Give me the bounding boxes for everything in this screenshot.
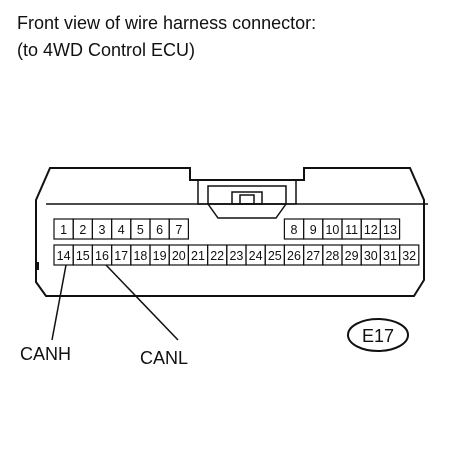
- pin-number: 28: [325, 249, 339, 263]
- pin-number: 7: [175, 223, 182, 237]
- pin-number: 11: [345, 223, 358, 237]
- pin-number: 5: [137, 223, 144, 237]
- canl-leader-line: [105, 264, 179, 341]
- pin-number: 3: [99, 223, 106, 237]
- pin-number: 18: [133, 249, 147, 263]
- pin-cavity: [379, 218, 401, 240]
- pin-number: 1: [60, 223, 67, 237]
- title-line-2: (to 4WD Control ECU): [17, 40, 196, 60]
- pin-number: 4: [118, 223, 125, 237]
- pin-number: 16: [95, 249, 109, 263]
- pin-number: 32: [402, 249, 416, 263]
- pin-number: 9: [310, 223, 317, 237]
- pin-number: 15: [76, 249, 90, 263]
- pin-cavity: [399, 244, 420, 266]
- pin-number: 17: [114, 249, 128, 263]
- pin-number: 10: [325, 223, 339, 237]
- diagram-title: Front view of wire harness connector: (t…: [17, 10, 467, 64]
- pin-number: 26: [287, 249, 301, 263]
- title-line-1: Front view of wire harness connector:: [17, 13, 317, 33]
- pin-number: 19: [153, 249, 167, 263]
- pin-number: 2: [79, 223, 86, 237]
- canl-label: CANL: [140, 348, 188, 368]
- pin-number: 22: [210, 249, 224, 263]
- canh-label: CANH: [20, 344, 71, 364]
- pin-cavity: [168, 218, 189, 240]
- pin-number: 24: [249, 249, 263, 263]
- connector-code-badge: [347, 318, 409, 352]
- pin-number: 8: [291, 223, 298, 237]
- connector-housing: [35, 167, 425, 297]
- pin-number: 14: [57, 249, 71, 263]
- canh-leader-line: [51, 264, 67, 341]
- pin-number: 30: [364, 249, 378, 263]
- pin-number: 23: [229, 249, 243, 263]
- pin-number: 20: [172, 249, 186, 263]
- connector-latch: [197, 179, 297, 219]
- pin-number: 25: [268, 249, 282, 263]
- pin-number: 27: [306, 249, 320, 263]
- pin-number: 21: [191, 249, 205, 263]
- pin-number: 29: [345, 249, 359, 263]
- pin-number: 31: [383, 249, 397, 263]
- connector-code: E17: [362, 326, 394, 346]
- pin-number: 12: [364, 223, 378, 237]
- pin-number: 13: [383, 223, 397, 237]
- pin-number: 6: [156, 223, 163, 237]
